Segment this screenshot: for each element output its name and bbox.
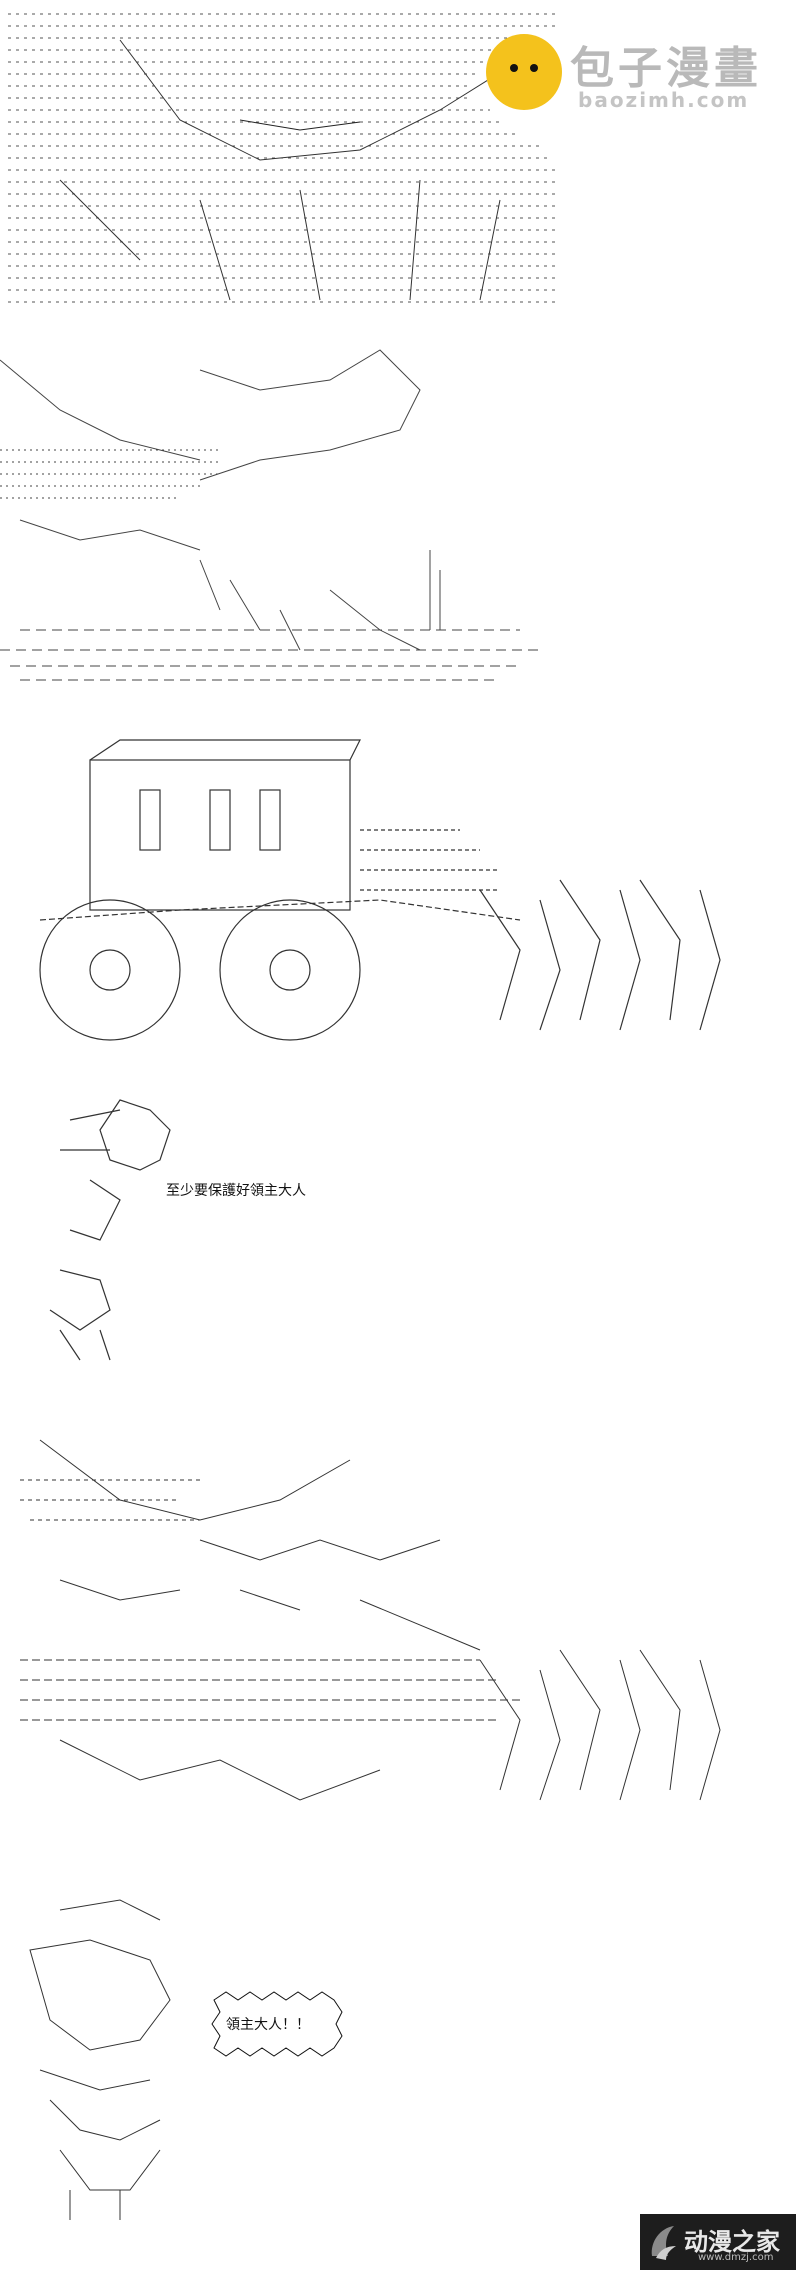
ascii-art-panel-sky bbox=[0, 0, 800, 320]
watermark-baozimh: 包子漫畫 baozimh.com bbox=[486, 28, 786, 118]
ascii-art-panel-battle bbox=[0, 1420, 800, 1870]
watermark-name: 动漫之家 bbox=[684, 2228, 780, 2256]
watermark-url: baozimh.com bbox=[578, 88, 750, 112]
speech-line-shout-lord: 領主大人！！ bbox=[226, 2017, 310, 2033]
watermark-name: 包子漫畫 bbox=[570, 43, 762, 94]
baozi-mascot-icon bbox=[486, 34, 562, 110]
ascii-art-panel-character bbox=[0, 1090, 800, 1370]
watermark-url: www.dmzj.com bbox=[698, 2252, 774, 2263]
speech-line-protect-lord: 至少要保護好領主大人 bbox=[166, 1183, 306, 1199]
watermark-dmzj: 动漫之家 www.dmzj.com bbox=[640, 2214, 796, 2270]
speech-bubble-spiky: 領主大人！！ bbox=[208, 1990, 348, 2060]
dmzj-logo-icon bbox=[651, 2226, 676, 2260]
ascii-art-panel-landscape bbox=[0, 330, 800, 710]
ascii-art-panel-carriage bbox=[0, 720, 800, 1070]
ascii-art-panel-soldier-shout bbox=[0, 1890, 800, 2220]
